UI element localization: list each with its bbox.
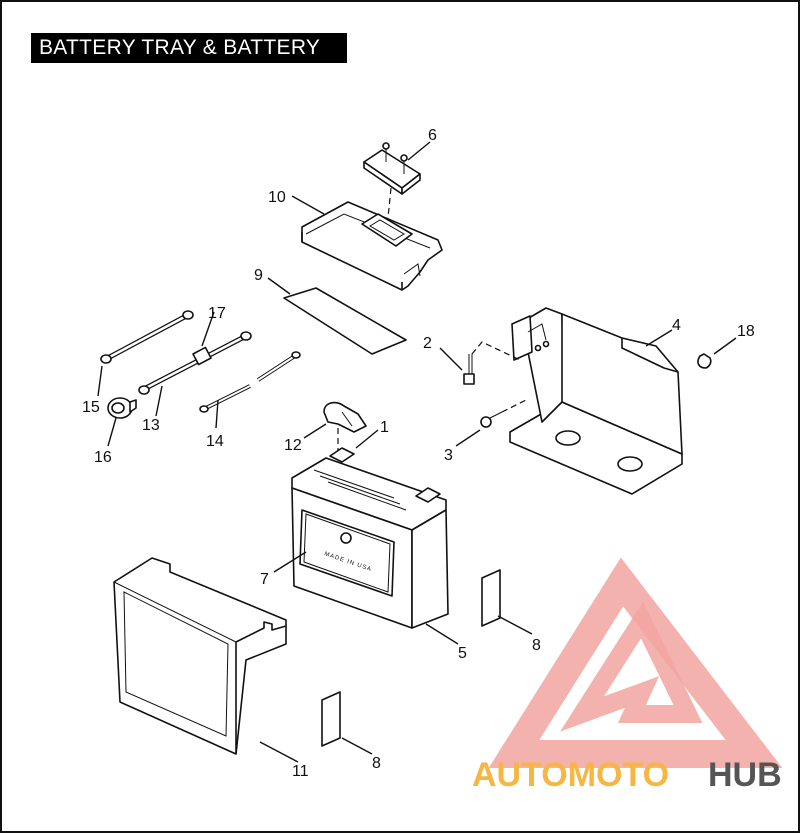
part-8-label-lower — [321, 691, 341, 747]
callout-8-lower: 8 — [372, 755, 381, 772]
watermark-wordmark: AUTOMOTO HUB — [472, 756, 782, 794]
callout-3: 3 — [444, 447, 453, 464]
callout-13: 13 — [142, 417, 160, 434]
watermark-logo — [488, 557, 783, 768]
part-13-positive-cable — [138, 331, 252, 395]
callout-6: 6 — [428, 127, 437, 144]
part-3-leader-dash — [501, 399, 527, 413]
part-2-bolt — [463, 354, 475, 385]
callout-7: 7 — [260, 571, 269, 588]
callout-4: 4 — [672, 317, 681, 334]
part-10-hold-down-plate — [301, 201, 443, 291]
part-11-battery-cover — [113, 557, 287, 755]
page-title: BATTERY TRAY & BATTERY — [31, 33, 347, 63]
callout-1: 1 — [380, 419, 389, 436]
part-5-battery: MADE IN USA — [291, 447, 449, 629]
callout-5: 5 — [458, 645, 467, 662]
part-2-leader-dash — [471, 341, 521, 361]
leader-lines — [97, 141, 737, 763]
callout-9: 9 — [254, 267, 263, 284]
callout-12: 12 — [284, 437, 302, 454]
watermark-triangle — [488, 557, 783, 768]
part-4-battery-tray — [509, 307, 683, 495]
callout-14: 14 — [206, 433, 224, 450]
callout-2: 2 — [423, 335, 432, 352]
part-14-jumper-cable — [199, 351, 301, 413]
callout-17: 17 — [208, 305, 226, 322]
part-12-terminal-cover — [323, 401, 367, 433]
part-9-battery-pad — [283, 287, 407, 355]
part-3-screw — [480, 411, 503, 428]
watermark-inner-shape — [560, 601, 703, 732]
watermark-word-hub: HUB — [708, 756, 782, 794]
callout-18: 18 — [737, 323, 755, 340]
watermark-word-automoto: AUTOMOTO — [472, 756, 669, 794]
callout-10: 10 — [268, 189, 286, 206]
callout-8-upper: 8 — [532, 637, 541, 654]
part-16-terminal-boot — [107, 397, 137, 419]
part-8-label-upper — [481, 569, 501, 627]
callout-16: 16 — [94, 449, 112, 466]
part-6-strap-bracket — [363, 142, 421, 195]
callout-15: 15 — [82, 399, 100, 416]
part-15-ground-cable — [100, 310, 194, 364]
callout-11: 11 — [292, 763, 309, 780]
callout-numbers: 6 10 9 2 4 18 3 1 12 17 15 16 13 14 7 5 … — [82, 127, 755, 780]
part-18-retaining-clip — [697, 353, 712, 369]
